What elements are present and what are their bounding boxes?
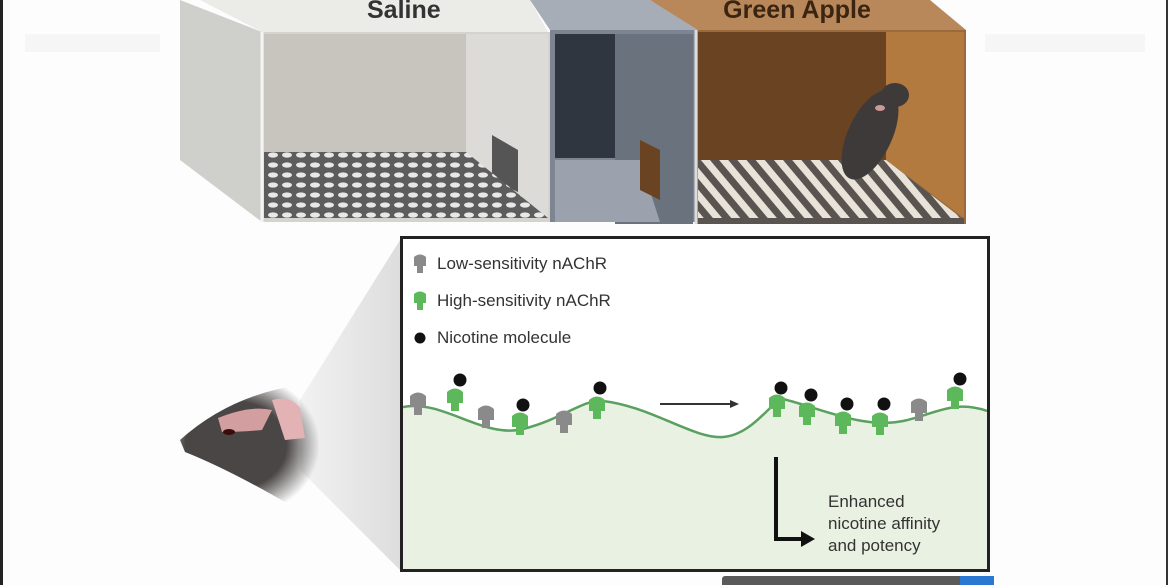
mouse-head-icon (180, 385, 320, 505)
green-receptor-icon (411, 290, 429, 312)
gray-receptor-icon (411, 253, 429, 275)
effect-description: Enhanced nicotine affinity and potency (828, 491, 940, 557)
membrane-diagram (403, 372, 987, 569)
right-frame-border (1166, 0, 1168, 585)
legend-item-nicotine: Nicotine molecule (411, 327, 571, 349)
green-apple-chamber (650, 0, 966, 224)
mouse-icon (841, 83, 909, 180)
effect-line-2: nicotine affinity (828, 514, 941, 533)
receptor-panel: Low-sensitivity nAChR High-sensitivity n… (400, 236, 990, 572)
middle-chamber (530, 0, 700, 224)
effect-arrow-icon (774, 457, 815, 547)
cell-membrane (403, 399, 987, 569)
black-dot-icon (411, 327, 429, 349)
effect-line-3: and potency (828, 536, 921, 555)
chamber-label-saline: Saline (367, 0, 441, 24)
effect-line-1: Enhanced (828, 492, 905, 511)
saline-chamber (180, 0, 552, 222)
legend-item-low-sensitivity: Low-sensitivity nAChR (411, 253, 607, 275)
left-frame-border (0, 0, 3, 585)
legend-label: Low-sensitivity nAChR (437, 254, 608, 273)
legend-label: High-sensitivity nAChR (437, 291, 611, 310)
bottom-caption-bar (722, 576, 966, 585)
receptors-before (410, 373, 607, 435)
faint-bar-right (985, 34, 1145, 52)
bottom-caption-accent (960, 576, 994, 585)
legend-label: Nicotine molecule (437, 328, 572, 347)
transition-arrow-icon (660, 400, 739, 408)
zoom-cone (300, 240, 400, 570)
receptors-after (769, 372, 967, 435)
legend-item-high-sensitivity: High-sensitivity nAChR (411, 290, 611, 312)
chamber-label-green-apple: Green Apple (723, 0, 871, 24)
faint-bar-left (25, 34, 160, 52)
